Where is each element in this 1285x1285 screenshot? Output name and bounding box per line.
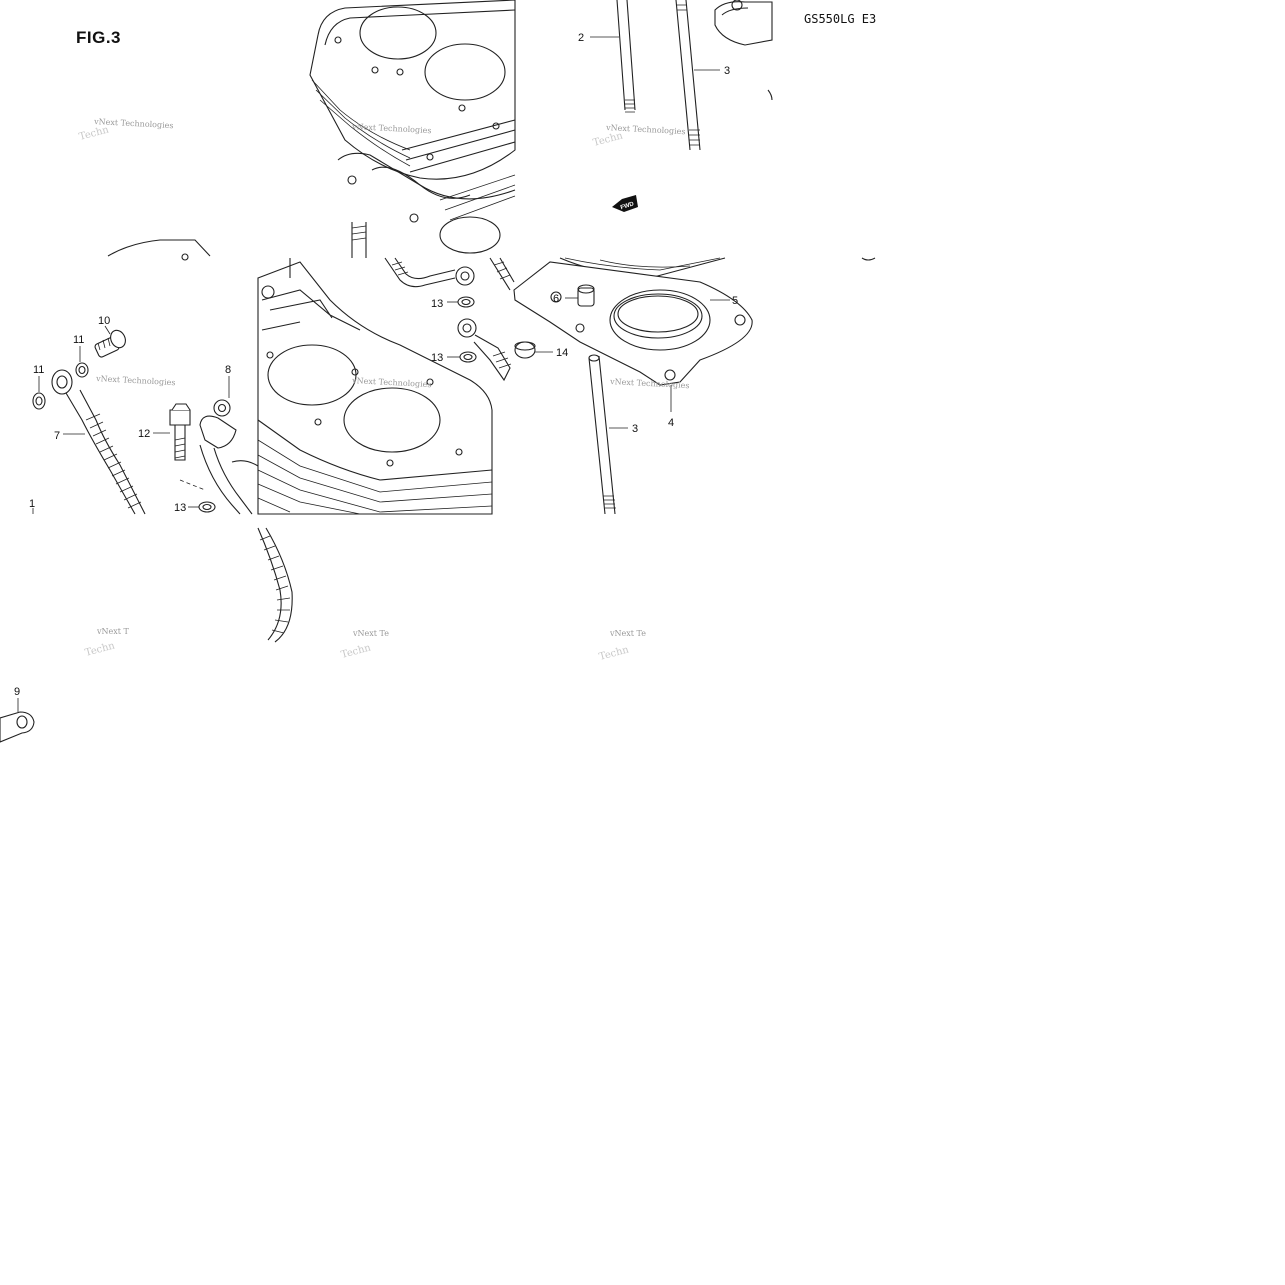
callout-labels: 1 2 3 3 4 5 6 7 8 9 10 11 11 12 13 13 13… [14,32,738,698]
watermark-fragment: Techn [598,644,631,663]
watermark-fragment: Techn [340,642,373,661]
cylinder-head-upper [309,0,516,258]
callout-13-a: 13 [431,298,443,310]
dowel-pin-6 [565,284,595,307]
washer-11-b [32,376,46,410]
callout-13-c: 13 [174,502,186,514]
watermark: vNext Technologies [609,377,690,390]
bolt-12 [153,403,206,491]
watermark-truncated: vNext T [96,627,130,636]
cover-hole [181,253,189,261]
callout-9: 9 [14,686,20,698]
washer-11-a [75,346,89,378]
o-ring-5 [613,293,730,339]
watermark: vNext Technologies [351,376,432,389]
bolt-10 [94,325,126,358]
callout-1: 1 [29,498,35,510]
callout-12: 12 [138,428,150,440]
watermarks: Techn vNext Technologies vNext Technolog… [78,117,690,663]
callout-3-upper: 3 [724,65,730,77]
gasket-4 [513,261,753,386]
oil-hose-7 [51,369,146,515]
watermark-fragment: Techn [592,130,625,149]
watermark: vNext Technologies [605,123,686,136]
callout-13-b: 13 [431,352,443,364]
stud-2 [590,0,636,113]
callout-6: 6 [553,293,559,305]
watermark-truncated: vNext Te [609,629,646,638]
callout-2: 2 [578,32,584,44]
watermark: vNext Technologies [351,122,432,135]
hose-8 [199,376,259,515]
washers-13-group [188,296,477,513]
cylinder-block [257,258,493,515]
watermark-truncated: vNext Te [352,629,389,638]
callout-5: 5 [732,295,738,307]
head-cover-left-edge [107,239,211,257]
union-bolt-fitting [457,318,512,382]
callout-11-a: 11 [73,334,84,346]
callout-8: 8 [225,364,231,376]
watermark-fragment: Techn [78,124,111,143]
oil-pipe-fitting [384,257,515,291]
figure-title: FIG.3 [76,28,122,47]
callout-7: 7 [54,430,60,442]
stud-3-lower [588,354,628,515]
callout-11-b: 11 [33,364,44,376]
clamp-9 [0,698,35,743]
cylinder-cover-top-right [714,0,773,101]
stud-3-upper [675,0,720,151]
cap-14 [514,341,553,359]
callout-4: 4 [668,417,674,429]
watermark: vNext Technologies [95,374,176,387]
fragment-right [861,257,876,261]
callout-3-lower: 3 [632,423,638,435]
watermark: vNext Technologies [93,117,174,130]
watermark-fragment: Techn [84,640,117,659]
fwd-label: FWD [620,201,635,211]
callout-10: 10 [98,315,110,327]
fwd-arrow-icon: FWD [612,195,638,212]
model-code: GS550LG E3 [804,12,877,26]
callout-14: 14 [556,347,568,359]
hose-lower [257,527,293,643]
